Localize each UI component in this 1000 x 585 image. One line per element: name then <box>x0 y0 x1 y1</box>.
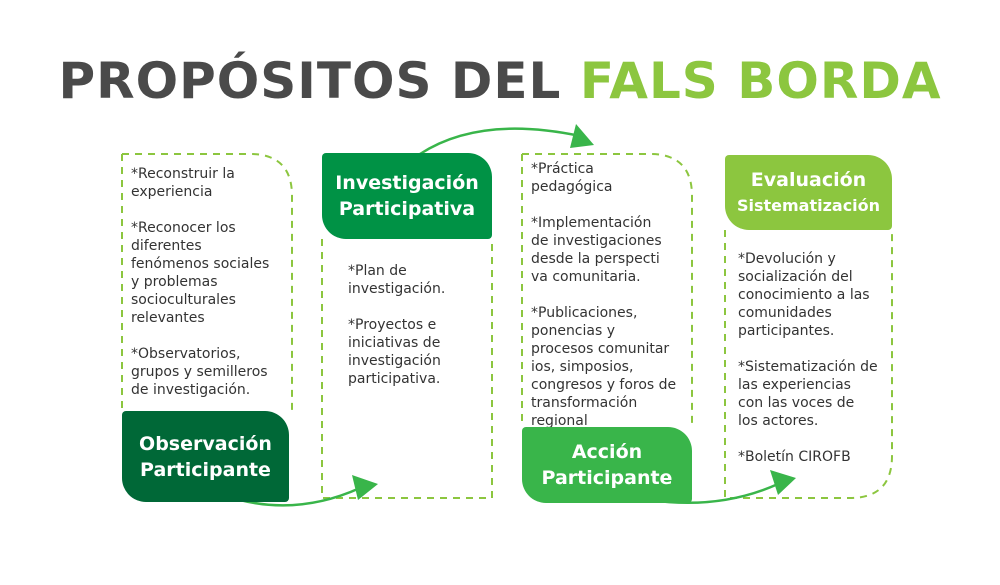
frame-observacion <box>122 153 293 411</box>
title-part-accent: FALS BORDA <box>579 52 942 110</box>
frame-investigacion <box>321 239 493 499</box>
arrowhead-3 <box>770 470 796 495</box>
list-item: *Práctica pedagógica <box>531 161 613 195</box>
list-item: *Reconocer los diferentes fenómenos soci… <box>131 220 270 326</box>
arrow-1-to-2 <box>239 486 361 507</box>
stage-label-line: Observación <box>139 432 272 455</box>
list-item: *Publicaciones, ponencias y procesos com… <box>531 305 677 429</box>
stage-label-line: Participante <box>140 458 271 481</box>
stage-label-accion: Acción Participante <box>522 427 692 503</box>
stage-label-line: Investigación <box>335 172 479 194</box>
arrow-2-to-3 <box>419 127 581 156</box>
list-item: *Plan de investigación. <box>348 263 446 297</box>
list-item: *Devolución y socialización del conocimi… <box>738 251 870 339</box>
stage-label-line: Acción <box>571 441 643 463</box>
frame-evaluacion <box>724 230 893 499</box>
stage-accion-items: *Práctica pedagógica *Implementación de … <box>531 160 691 448</box>
stage-label-line: Participante <box>541 467 673 489</box>
stage-observacion-items: *Reconstruir la experiencia *Reconocer l… <box>131 165 291 417</box>
list-item: *Observatorios, grupos y semilleros de i… <box>131 346 268 398</box>
list-item: *Implementación de investigaciones desde… <box>531 215 662 285</box>
stage-label-line: Sistematización <box>736 195 881 215</box>
stage-label-line: Evaluación <box>750 168 867 191</box>
frame-accion-right <box>522 153 693 427</box>
title-part-dark: PROPÓSITOS DEL <box>58 52 580 110</box>
stage-investigacion-items: *Plan de investigación. *Proyectos e ini… <box>348 262 488 406</box>
stage-evaluacion-items: *Devolución y socialización del conocimi… <box>738 250 890 484</box>
page-title: PROPÓSITOS DEL FALS BORDA <box>0 52 1000 110</box>
stage-label-observacion: Observación Participante <box>122 411 289 502</box>
arrowhead-2 <box>570 124 594 148</box>
list-item: *Reconstruir la experiencia <box>131 166 235 200</box>
arrowhead-1 <box>352 475 378 500</box>
stage-label-investigacion: Investigación Participativa <box>322 153 492 239</box>
list-item: *Sistematización de las experiencias con… <box>738 359 878 429</box>
list-item: *Proyectos e iniciativas de investigació… <box>348 317 441 387</box>
stage-label-line: Participativa <box>338 198 476 220</box>
list-item: *Boletín CIROFB <box>738 449 851 465</box>
stage-label-evaluacion: Evaluación Sistematización <box>725 155 892 230</box>
